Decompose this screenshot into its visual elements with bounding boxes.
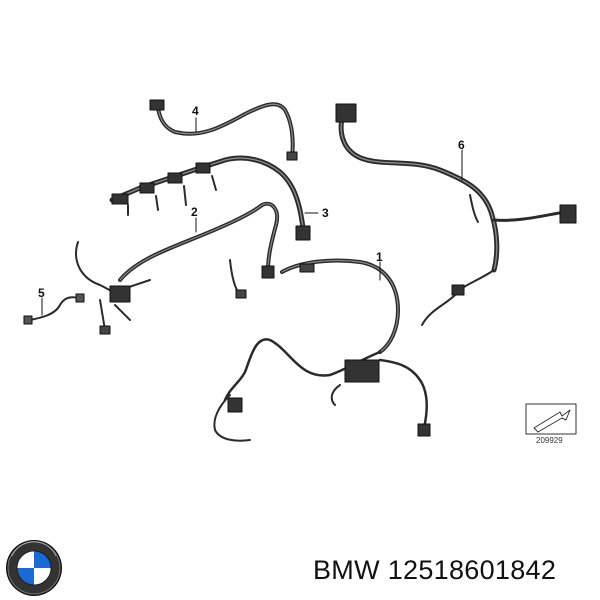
- callout-leaders: [41, 117, 463, 316]
- harness-2: [75, 201, 279, 335]
- harness-4: [149, 99, 298, 161]
- callout-6: 6: [458, 138, 465, 152]
- harness-3: [109, 155, 311, 241]
- part-title: BMW 12518601842: [313, 555, 556, 586]
- reference-code: 209929: [536, 436, 563, 445]
- callout-1: 1: [376, 250, 383, 264]
- callout-3: 3: [322, 206, 329, 220]
- callout-5: 5: [38, 286, 45, 300]
- callout-4: 4: [192, 104, 199, 118]
- brand-name: BMW: [313, 555, 380, 585]
- part-number: 12518601842: [387, 555, 557, 585]
- harness-1: [213, 258, 431, 442]
- view-indicator-icon: [525, 403, 577, 435]
- harness-5: [23, 293, 85, 325]
- harness-6: [335, 103, 577, 326]
- callout-2: 2: [191, 205, 198, 219]
